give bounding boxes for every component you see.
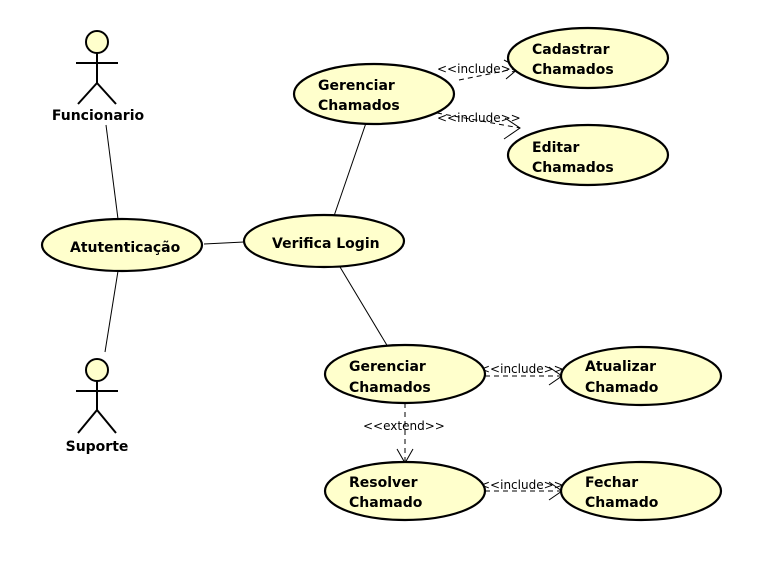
actor-funcionario[interactable]: Funcionario <box>52 30 145 124</box>
use-case-gerenciar-chamados-1[interactable]: Gerenciar Chamados <box>292 62 456 126</box>
stereotype-label: <<include>> <box>437 62 521 76</box>
use-case-verifica-login[interactable]: Verifica Login <box>242 213 406 269</box>
use-case-label-line-1: Gerenciar <box>349 359 426 375</box>
use-case-label-line-2: Chamado <box>585 495 659 511</box>
stereotype-labels: <<include>> <<include>> <<include>> <<ex… <box>363 62 564 492</box>
use-case-autenticacao[interactable]: Atutenticação <box>40 217 204 273</box>
actor-suporte[interactable]: Suporte <box>66 358 129 455</box>
use-case-label-line-2: Chamado <box>585 380 659 396</box>
use-case-label-line-2: Chamados <box>349 380 431 396</box>
actor-label: Funcionario <box>52 108 145 124</box>
use-case-editar-chamados[interactable]: Editar Chamados <box>506 123 670 187</box>
association-funcionario-autenticacao <box>105 124 119 220</box>
stereotype-label: <<include>> <box>480 478 564 492</box>
use-case-fechar-chamado[interactable]: Fechar Chamado <box>559 460 723 522</box>
use-case-label: Verifica Login <box>272 236 380 252</box>
associations <box>104 122 389 353</box>
stereotype-label: <<extend>> <box>363 419 445 433</box>
dependency-extend-resolver <box>396 403 414 465</box>
use-case-label-line-2: Chamados <box>318 98 400 114</box>
association-autenticacao-verifica-login <box>203 241 245 245</box>
use-case-cadastrar-chamados[interactable]: Cadastrar Chamados <box>506 26 670 90</box>
stereotype-label: <<include>> <box>480 362 564 376</box>
use-case-label-line-2: Chamados <box>532 160 614 176</box>
use-case-label-line-1: Fechar <box>585 475 638 491</box>
use-case-label-line-2: Chamados <box>532 62 614 78</box>
association-suporte-autenticacao <box>104 270 119 353</box>
association-verifica-login-gerenciar-2 <box>339 266 389 348</box>
dependency-include-editar <box>436 112 521 140</box>
use-case-atualizar-chamado[interactable]: Atualizar Chamado <box>559 345 723 407</box>
use-case-label-line-1: Atualizar <box>585 359 656 375</box>
dependencies <box>396 59 563 501</box>
use-case-label-line-1: Resolver <box>349 475 418 491</box>
association-verifica-login-gerenciar-1 <box>333 122 367 217</box>
actor-head-icon <box>85 30 109 54</box>
use-case-label-line-1: Gerenciar <box>318 78 395 94</box>
use-case-gerenciar-chamados-2[interactable]: Gerenciar Chamados <box>323 343 487 405</box>
actor-head-icon <box>85 358 109 382</box>
use-case-label: Atutenticação <box>70 240 181 256</box>
use-case-label-line-2: Chamado <box>349 495 423 511</box>
use-case-resolver-chamado[interactable]: Resolver Chamado <box>323 460 487 522</box>
use-case-label-line-1: Cadastrar <box>532 42 610 58</box>
stereotype-label: <<include>> <box>437 111 521 125</box>
actor-label: Suporte <box>66 439 129 455</box>
use-case-label-line-1: Editar <box>532 140 580 156</box>
